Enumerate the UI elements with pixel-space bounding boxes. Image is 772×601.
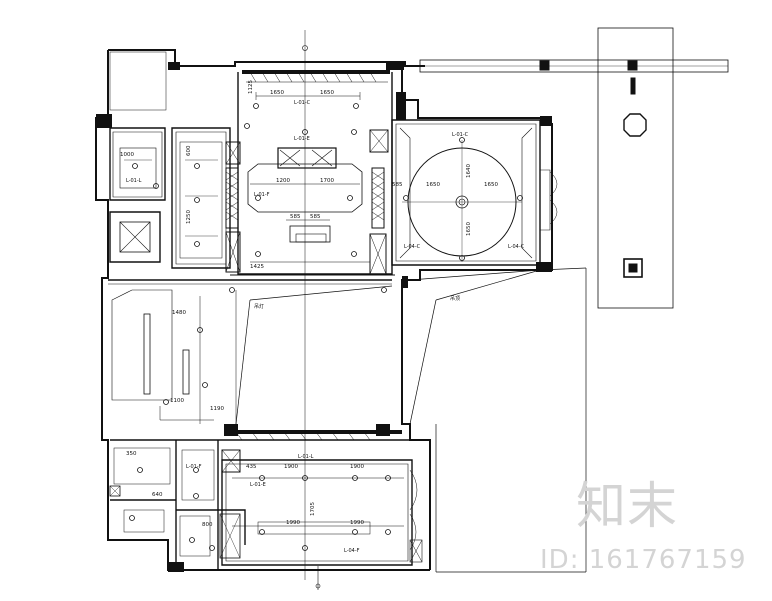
fixture-label: L-01-L	[298, 454, 314, 460]
dim-label: 585	[392, 182, 403, 188]
dim-label: 1000	[120, 152, 134, 158]
dim-label: 1900	[284, 464, 298, 470]
dim-label: 435	[246, 464, 257, 470]
light-fixtures	[129, 103, 523, 551]
fixture-label: L-04-C	[508, 244, 525, 250]
fixture-label: L-04-F	[344, 548, 360, 554]
dim-label: 600	[186, 145, 192, 156]
dim-label: 350	[126, 451, 137, 457]
dim-label: 1190	[210, 406, 224, 412]
dim-label: 1250	[186, 210, 192, 224]
inner-walls	[108, 70, 541, 570]
dim-label: 1640	[466, 164, 472, 178]
fixture-label: L-01-F	[254, 192, 270, 198]
fixture-label: L-04-C	[404, 244, 421, 250]
dim-label: 1650	[466, 222, 472, 236]
fixture-label: L-01-C	[294, 100, 311, 106]
watermark-brand: 知末	[576, 477, 678, 535]
main-room-ceiling	[225, 71, 389, 275]
fixture-label: L-01-F	[186, 464, 202, 470]
dim-label: 1480	[172, 310, 186, 316]
dim-label: 640	[152, 492, 163, 498]
round-room	[399, 127, 558, 262]
structural-columns	[96, 62, 552, 572]
dim-label: 585	[290, 214, 301, 220]
watermark-id: ID: 161767159	[540, 545, 747, 575]
dim-label: 1200	[276, 178, 290, 184]
fixture-label: L-01-E	[250, 482, 266, 488]
dim-label: 1705	[310, 502, 316, 516]
dim-label: 1650	[426, 182, 440, 188]
dim-label: 1425	[250, 264, 264, 270]
upper-left-bath	[109, 51, 223, 259]
fixture-label: L-01-L	[126, 178, 142, 184]
dim-label: 1900	[350, 464, 364, 470]
dim-label: 1990	[350, 520, 364, 526]
dim-label: 1650	[270, 90, 284, 96]
fixture-label: L-01-C	[452, 132, 469, 138]
note-label: 吊顶	[450, 296, 460, 302]
dim-label: 800	[202, 522, 213, 528]
dim-label: 585	[310, 214, 321, 220]
diagonal-lines	[235, 267, 587, 573]
fixture-label: L-01-E	[294, 136, 310, 142]
note-label: 吊灯	[254, 303, 264, 310]
dim-label: 1100	[170, 398, 184, 404]
dim-label: 1990	[286, 520, 300, 526]
lower-left-rooms	[109, 447, 241, 559]
dimension-labels: 1650 1650 1125 1200 1700 585 585 585 165…	[120, 80, 525, 554]
dim-label: 1700	[320, 178, 334, 184]
exterior-column-strip	[419, 27, 729, 309]
left-corridor	[111, 289, 237, 424]
dim-label: 1125	[248, 80, 254, 94]
lower-room	[221, 431, 423, 563]
dim-label: 1650	[320, 90, 334, 96]
dim-label: 1650	[484, 182, 498, 188]
